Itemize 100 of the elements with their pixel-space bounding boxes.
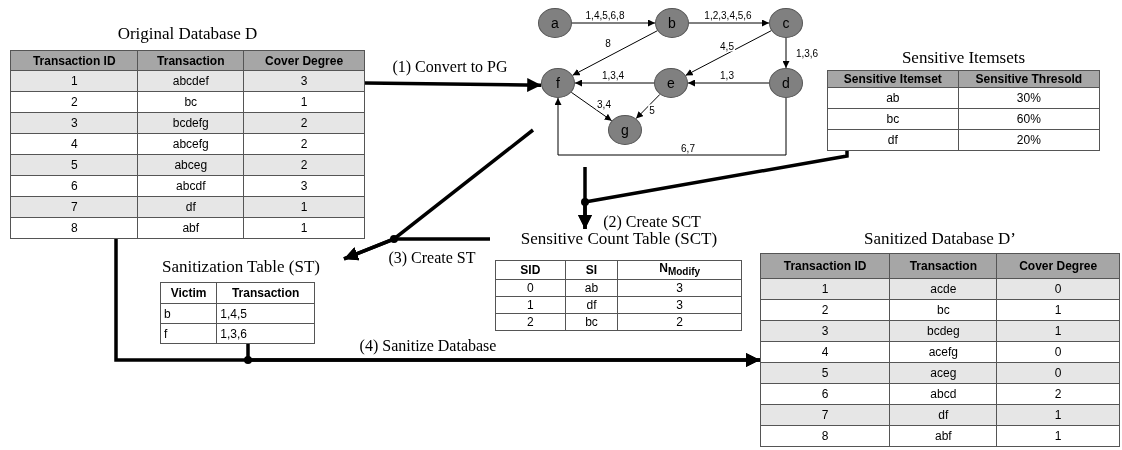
table-cell: 1 xyxy=(243,196,365,218)
table-cell: df xyxy=(827,129,959,151)
header-cell: Cover Degree xyxy=(996,253,1120,279)
table-cell: 6 xyxy=(760,383,890,405)
table-cell: bc xyxy=(137,91,244,113)
table-cell: 6 xyxy=(10,175,138,197)
table-cell: 2 xyxy=(617,313,742,331)
table-cell: abcdf xyxy=(137,175,244,197)
table-cell: 60% xyxy=(958,108,1100,130)
table-cell: 4 xyxy=(10,133,138,155)
graph-node: c xyxy=(769,8,803,38)
table-cell: 1 xyxy=(996,404,1120,426)
header-cell: SI xyxy=(565,260,618,280)
edge-label: (3) Create ST xyxy=(386,249,478,267)
table-cell: 8 xyxy=(760,425,890,447)
table-cell: 2 xyxy=(760,299,890,321)
edge-label: 6,7 xyxy=(680,142,696,154)
table-cell: 1 xyxy=(243,217,365,239)
arrow xyxy=(572,30,658,76)
table-cell: 4 xyxy=(760,341,890,363)
table-cell: 3 xyxy=(10,112,138,134)
table-cell: 1,3,6 xyxy=(216,323,315,344)
table-cell: 1 xyxy=(495,296,566,314)
graph-node: g xyxy=(608,115,642,145)
edge-label: 4,5 xyxy=(719,40,735,52)
edge-label: 1,3 xyxy=(719,69,735,81)
table-cell: 0 xyxy=(996,362,1120,384)
arrow xyxy=(554,97,787,156)
table-cell: 7 xyxy=(10,196,138,218)
table-cell: abf xyxy=(889,425,997,447)
table-cell: 8 xyxy=(10,217,138,239)
edge-label: 1,3,4 xyxy=(600,69,626,81)
graph-node: a xyxy=(538,8,572,38)
arrow xyxy=(343,237,490,261)
table-cell: 1 xyxy=(996,320,1120,342)
table-cell: abcd xyxy=(889,383,997,405)
header-cell: Transaction ID xyxy=(760,253,890,279)
table-cell: 1 xyxy=(243,91,365,113)
table-cell: b xyxy=(160,303,217,324)
header-cell: Sensitive Thresold xyxy=(958,70,1100,88)
table-cell: 5 xyxy=(760,362,890,384)
header-cell: Sensitive Itemset xyxy=(827,70,959,88)
table-cell: 0 xyxy=(996,278,1120,300)
table-cell: ab xyxy=(827,87,959,109)
arrow xyxy=(578,150,849,229)
table-cell: abcefg xyxy=(137,133,244,155)
table-cell: ab xyxy=(565,279,618,297)
table-cell: bc xyxy=(565,313,618,331)
arrow xyxy=(571,19,656,27)
graph-node: b xyxy=(655,8,689,38)
table-cell: bc xyxy=(827,108,959,130)
table-cell: 5 xyxy=(10,154,138,176)
edge-label: (1) Convert to PG xyxy=(390,58,510,76)
arrow xyxy=(635,93,661,120)
edge-label: 5 xyxy=(648,104,656,116)
arrow xyxy=(688,19,770,27)
table-cell: df xyxy=(889,404,997,426)
edge-label: 1,2,3,4,5,6 xyxy=(703,9,753,21)
table-cell: abceg xyxy=(137,154,244,176)
table-cell: 3 xyxy=(617,296,742,314)
edge-label: 3,4 xyxy=(596,98,612,110)
arrow xyxy=(685,30,772,76)
table-cell: 3 xyxy=(617,279,742,297)
table-cell: df xyxy=(565,296,618,314)
table-cell: 1 xyxy=(10,70,138,92)
table-cell: 7 xyxy=(760,404,890,426)
table-title: Sanitized Database D’ xyxy=(863,229,1017,250)
table-cell: 3 xyxy=(243,175,365,197)
table-title: Original Database D xyxy=(116,24,259,45)
table-cell: 2 xyxy=(243,112,365,134)
edge-label: (4) Sanitize Database xyxy=(357,337,499,355)
table-cell: 3 xyxy=(760,320,890,342)
table-cell: 3 xyxy=(243,70,365,92)
arrow xyxy=(570,91,613,122)
header-cell: Transaction xyxy=(216,282,315,304)
table-cell: bc xyxy=(889,299,997,321)
arrow xyxy=(246,343,760,367)
edge-label: 1,3,6 xyxy=(794,47,820,59)
table-cell: aceg xyxy=(889,362,997,384)
graph-node: f xyxy=(541,68,575,98)
table-cell: 2 xyxy=(243,133,365,155)
table-cell: bcdefg xyxy=(137,112,244,134)
header-cell: Transaction xyxy=(889,253,997,279)
table-cell: 20% xyxy=(958,129,1100,151)
table-cell: 1 xyxy=(996,299,1120,321)
table-title: Sensitive Itemsets xyxy=(900,48,1027,69)
header-cell: SID xyxy=(495,260,566,280)
table-cell: df xyxy=(137,196,244,218)
graph-node: e xyxy=(654,68,688,98)
arrow xyxy=(364,78,542,92)
edge-label: 8 xyxy=(604,37,612,49)
header-cell: Cover Degree xyxy=(243,50,365,71)
header-cell: Victim xyxy=(160,282,217,304)
table-cell: 2 xyxy=(243,154,365,176)
table-cell: 2 xyxy=(10,91,138,113)
table-cell: abf xyxy=(137,217,244,239)
table-cell: 1,4,5 xyxy=(216,303,315,324)
table-cell: abcdef xyxy=(137,70,244,92)
table-cell: 2 xyxy=(495,313,566,331)
header-cell: Transaction xyxy=(137,50,244,71)
